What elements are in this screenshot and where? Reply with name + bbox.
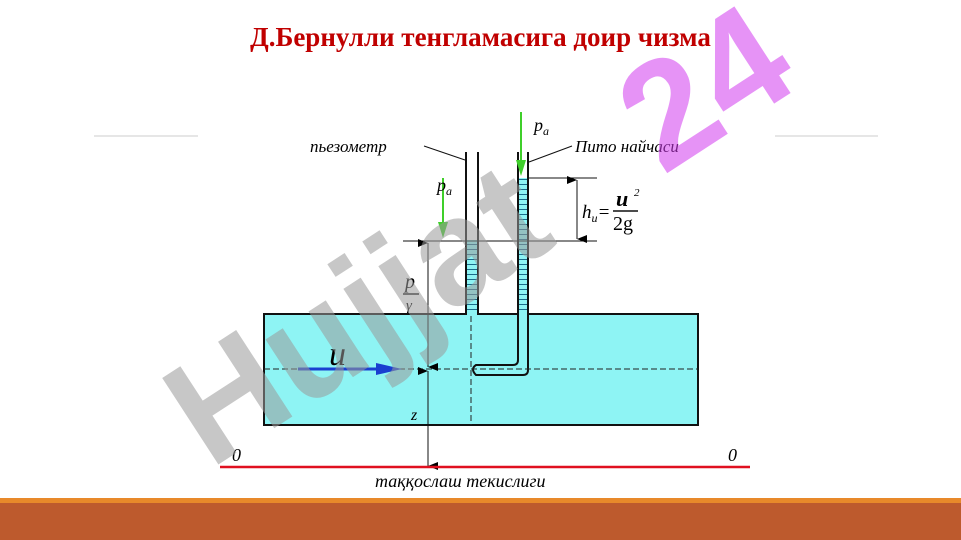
- svg-text:2g: 2g: [613, 213, 633, 235]
- footer-bar: [0, 503, 961, 540]
- pa-top-label: pa: [532, 115, 549, 138]
- svg-text:hu=: hu=: [582, 202, 610, 225]
- svg-text:u: u: [616, 186, 628, 211]
- svg-text:Hujjat: Hujjat: [136, 129, 577, 497]
- svg-text:2: 2: [634, 187, 640, 199]
- piezometer-tube: [465, 152, 479, 314]
- pa-left-label: pa: [435, 175, 452, 198]
- svg-text:24: 24: [589, 0, 820, 203]
- flow-arrow-icon: [298, 363, 402, 375]
- slide-title: Д.Бернулли тенгламасига доир чизма: [250, 22, 711, 52]
- svg-text:γ: γ: [406, 298, 413, 314]
- datum-caption: таққослаш текислиги: [375, 471, 545, 491]
- zero-left-label: 0: [232, 445, 241, 465]
- zero-right-label: 0: [728, 445, 737, 465]
- z-label: z: [410, 407, 418, 424]
- p-over-gamma-label: p γ: [403, 271, 419, 314]
- pressure-arrow-icon: [438, 178, 448, 238]
- pitot-label: Пито найчаси: [574, 137, 679, 156]
- hu-formula: hu= u 2 2g: [582, 186, 640, 235]
- velocity-label: u: [329, 336, 346, 373]
- pressure-arrow-icon: [516, 112, 526, 176]
- piezometer-label: пьезометр: [310, 137, 387, 156]
- svg-text:p: p: [403, 271, 415, 293]
- footer-accent-line: [0, 498, 961, 503]
